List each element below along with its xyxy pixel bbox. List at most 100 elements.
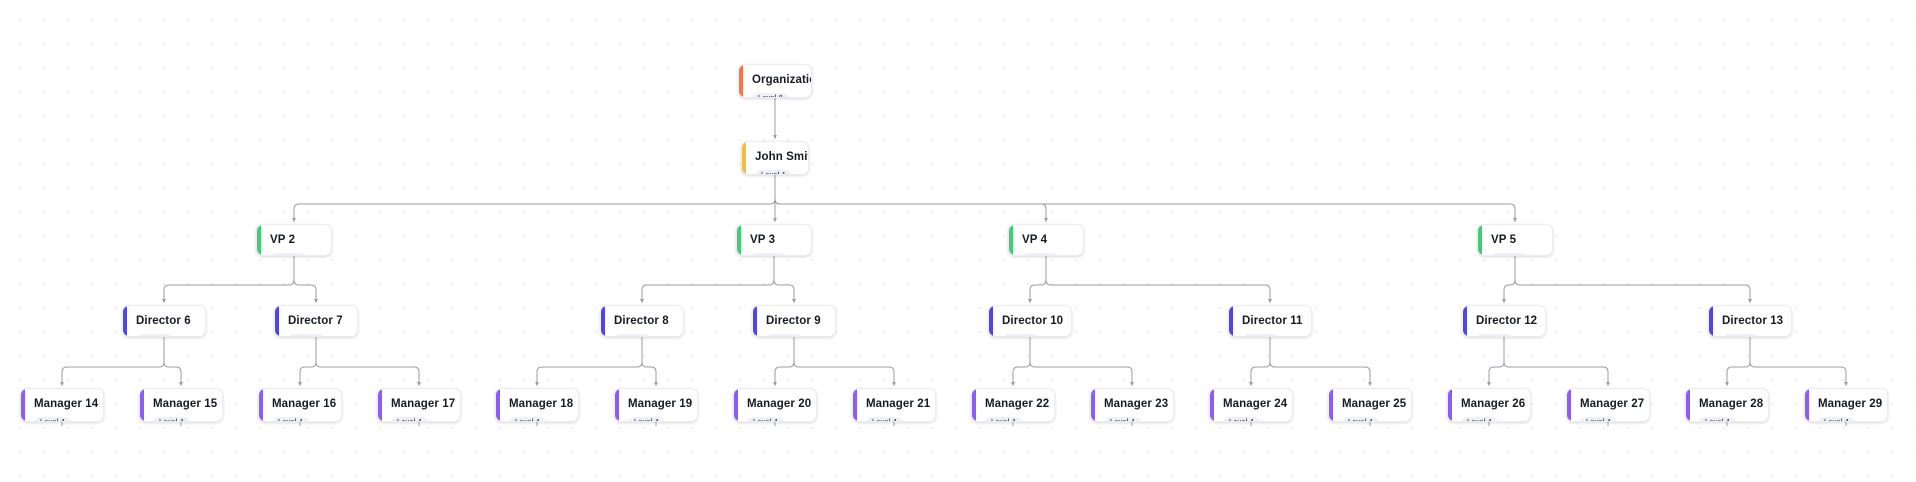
org-node-n20[interactable]: Manager 20Level 4 (733, 388, 817, 422)
org-node-n14[interactable]: Manager 14 Level 4 (20, 388, 104, 422)
org-edge (162, 256, 295, 304)
org-node-n13[interactable]: Director 13Level 3 (1708, 305, 1792, 337)
org-edge (292, 175, 776, 223)
org-edge (1045, 256, 1273, 304)
node-level-badge: Level 4 (628, 417, 665, 421)
node-title: Manager 16 (272, 398, 337, 410)
org-node-n26[interactable]: Manager 26Level 4 (1447, 388, 1531, 422)
org-edge (773, 256, 797, 304)
org-edge (298, 337, 317, 387)
node-accent-bar (1709, 306, 1713, 336)
node-title: Director 8 (614, 315, 669, 327)
node-title: Manager 25 (1342, 398, 1407, 410)
org-node-n5[interactable]: VP 5Level 2 (1477, 224, 1553, 256)
node-level-badge: Level 4 (1104, 417, 1141, 421)
node-level-badge: Level 2 (270, 253, 307, 255)
org-node-n12[interactable]: Director 12 Level 3 (1462, 305, 1546, 337)
node-title: Manager 28 (1699, 398, 1764, 410)
org-node-n23[interactable]: Manager 23Level 4 (1090, 388, 1174, 422)
node-level-badge: Level 3 (1476, 334, 1513, 336)
org-node-n7[interactable]: Director 7Level 3 (274, 305, 358, 337)
org-edge (60, 337, 165, 387)
node-accent-bar (259, 389, 263, 421)
node-accent-bar (1229, 306, 1233, 336)
node-level-badge: Level 4 (1699, 417, 1736, 421)
org-node-n22[interactable]: Manager 22Level 4 (971, 388, 1055, 422)
node-title: VP 5 (1491, 234, 1517, 246)
node-title: Organization (752, 74, 811, 86)
node-title: Manager 19 (628, 398, 693, 410)
org-node-n17[interactable]: Manager 17 Level 4 (377, 388, 461, 422)
node-title: Director 12 (1476, 315, 1538, 327)
org-edge (293, 256, 319, 304)
node-level-badge: Level 1 (755, 170, 792, 174)
org-node-n8[interactable]: Director 8Level 3 (600, 305, 684, 337)
org-node-n28[interactable]: Manager 28 Level 4 (1685, 388, 1769, 422)
org-node-n3[interactable]: VP 3 Level 2 (736, 224, 812, 256)
node-title: Manager 18 (509, 398, 574, 410)
node-title: Manager 21 (866, 398, 931, 410)
node-title: Director 6 (136, 315, 191, 327)
org-node-n10[interactable]: Director 10 Level 3 (988, 305, 1072, 337)
org-node-n29[interactable]: Manager 29Level 4 (1804, 388, 1888, 422)
org-edge (793, 337, 897, 387)
node-accent-bar (378, 389, 382, 421)
node-accent-bar (742, 142, 746, 174)
org-node-n15[interactable]: Manager 15Level 4 (139, 388, 223, 422)
node-accent-bar (257, 225, 261, 255)
node-accent-bar (739, 65, 743, 97)
org-node-n19[interactable]: Manager 19 Level 4 (614, 388, 698, 422)
node-level-badge: Level 4 (1818, 417, 1855, 421)
node-title: Manager 27 (1580, 398, 1645, 410)
node-level-badge: Level 4 (391, 417, 428, 421)
org-edge (774, 175, 1049, 223)
node-accent-bar (123, 306, 127, 336)
node-level-badge: Level 2 (750, 253, 787, 255)
node-accent-bar (1567, 389, 1571, 421)
node-accent-bar (275, 306, 279, 336)
node-title: Manager 15 (153, 398, 218, 410)
org-node-n11[interactable]: Director 11Level 3 (1228, 305, 1312, 337)
node-title: Director 10 (1002, 315, 1064, 327)
node-title: Director 7 (288, 315, 343, 327)
node-accent-bar (1448, 389, 1452, 421)
node-level-badge: Level 4 (34, 417, 71, 421)
node-level-badge: Level 4 (1580, 417, 1617, 421)
node-level-badge: Level 4 (747, 417, 784, 421)
node-accent-bar (615, 389, 619, 421)
node-title: Manager 17 (391, 398, 456, 410)
node-level-badge: Level 3 (1002, 334, 1039, 336)
org-node-n18[interactable]: Manager 18 Level 4 (495, 388, 579, 422)
org-edge (1011, 337, 1031, 387)
org-edge (640, 256, 775, 304)
node-accent-bar (1210, 389, 1214, 421)
org-node-n24[interactable]: Manager 24Level 4 (1209, 388, 1293, 422)
node-title: VP 4 (1022, 234, 1048, 246)
node-level-badge: Level 3 (1242, 334, 1279, 336)
node-title: Director 9 (766, 315, 821, 327)
org-node-n6[interactable]: Director 6 Level 3 (122, 305, 206, 337)
node-title: Manager 14 (34, 398, 99, 410)
node-title: Manager 22 (985, 398, 1050, 410)
node-level-badge: Level 4 (1461, 417, 1498, 421)
org-node-n1[interactable]: John SmithLevel 1 (741, 141, 809, 175)
org-node-n0[interactable]: OrganizationLevel 0 (738, 64, 812, 98)
node-level-badge: Level 3 (136, 334, 173, 336)
node-accent-bar (853, 389, 857, 421)
node-accent-bar (734, 389, 738, 421)
org-node-n9[interactable]: Director 9Level 3 (752, 305, 836, 337)
org-node-n16[interactable]: Manager 16 Level 4 (258, 388, 342, 422)
org-node-n27[interactable]: Manager 27 Level 4 (1566, 388, 1650, 422)
node-title: VP 2 (270, 234, 296, 246)
node-level-badge: Level 4 (509, 417, 546, 421)
org-node-n21[interactable]: Manager 21Level 4 (852, 388, 936, 422)
org-edge (1249, 337, 1271, 387)
node-title: VP 3 (750, 234, 776, 246)
org-node-n2[interactable]: VP 2 Level 2 (256, 224, 332, 256)
org-node-n4[interactable]: VP 4Level 2 (1008, 224, 1084, 256)
org-edge (774, 175, 1518, 223)
node-level-badge: Level 4 (272, 417, 309, 421)
node-accent-bar (1009, 225, 1013, 255)
org-node-n25[interactable]: Manager 25Level 4 (1328, 388, 1412, 422)
